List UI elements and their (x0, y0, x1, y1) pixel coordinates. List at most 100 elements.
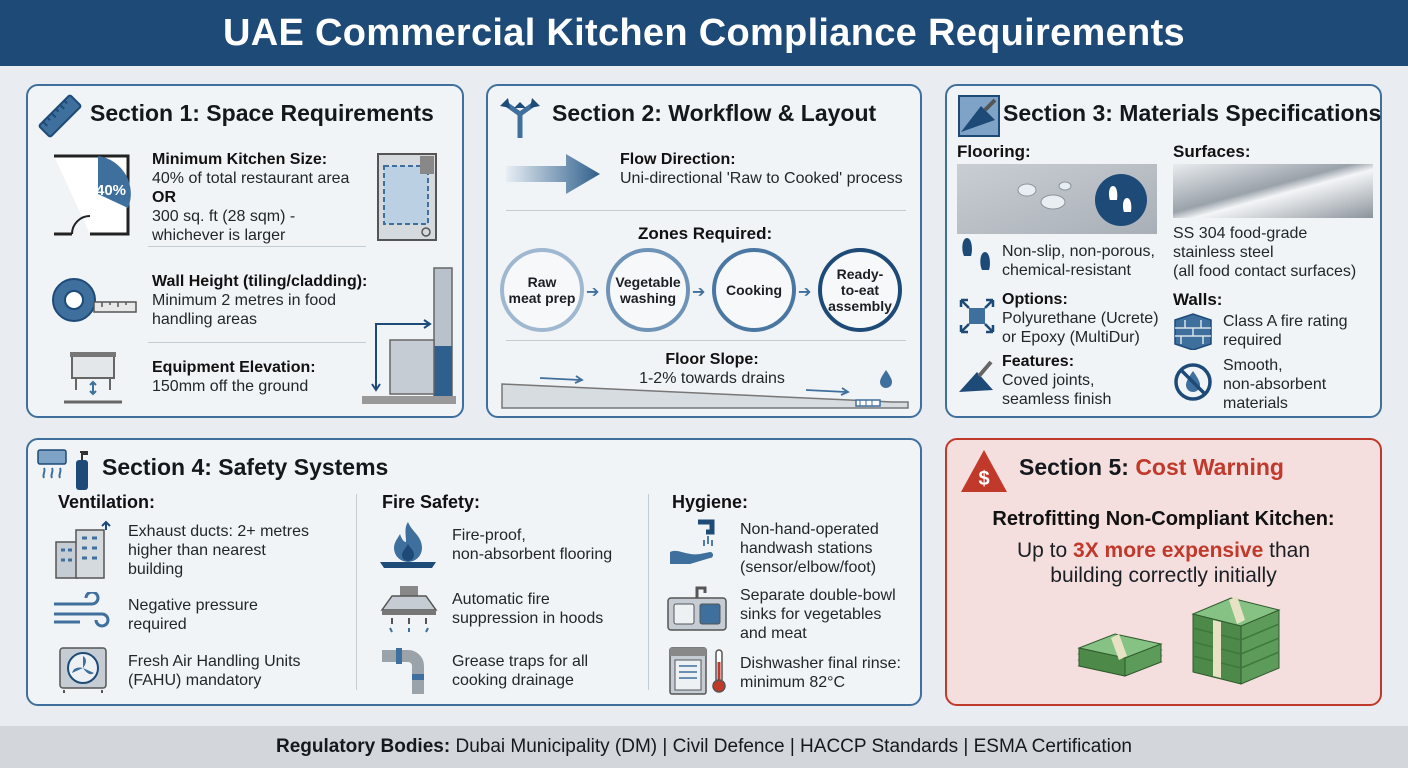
section1-title: Section 1: Space Requirements (90, 100, 434, 126)
options-block: Options: Polyurethane (Ucrete) or Epoxy … (1002, 291, 1159, 346)
dishwasher-thermometer-icon (669, 647, 726, 695)
grease-trap-pipe-icon (382, 648, 424, 694)
wall-height-block: Wall Height (tiling/cladding): Minimum 2… (152, 272, 402, 329)
zone-arrow-3: ➔ (798, 284, 812, 301)
kitchen-size-or: OR (152, 189, 176, 206)
double-sink-icon (667, 586, 727, 631)
regulatory-label: Regulatory Bodies: (275, 736, 451, 757)
elevated-equipment-icon (64, 352, 122, 404)
warning-dollar-icon: $ (961, 450, 1007, 492)
flow-direction-label: Flow Direction: (620, 151, 736, 168)
section2-divider-1 (506, 210, 906, 211)
equipment-elevation-label: Equipment Elevation: (152, 359, 316, 376)
kitchen-size-line2: 300 sq. ft (28 sqm) - (152, 208, 296, 225)
section-space-requirements: Section 1: Space Requirements 40% Minimu… (26, 84, 464, 418)
fan-unit-icon (59, 647, 107, 693)
svg-text:$: $ (978, 468, 989, 490)
section4-divider-2 (648, 494, 649, 690)
section-materials-specifications: Section 3: Materials Specifications Floo… (945, 84, 1382, 418)
stainless-steel-image (1173, 164, 1373, 218)
flow-direction-text: Uni-directional 'Raw to Cooked' process (620, 170, 903, 187)
regulatory-footer: Regulatory Bodies: Dubai Municipality (D… (0, 726, 1408, 768)
wall-height-line1: Minimum 2 metres in food (152, 292, 337, 309)
cost-multiplier: 3X more expensive (1073, 539, 1264, 562)
retrofit-heading: Retrofitting Non-Compliant Kitchen: (992, 508, 1335, 530)
sensor-handwash-icon (670, 519, 715, 564)
flooring-label: Flooring: (957, 142, 1031, 161)
ventilation-label: Ventilation: (58, 492, 156, 512)
hygiene-label: Hygiene: (672, 492, 749, 512)
features-block: Features: Coved joints, seamless finish (1002, 353, 1112, 408)
wall-cladding-icon (362, 267, 456, 404)
section-safety-systems: Section 4: Safety Systems Ventilation: E… (26, 438, 922, 706)
wall-height-label: Wall Height (tiling/cladding): (152, 273, 368, 290)
zone-arrow-1: ➔ (586, 284, 600, 301)
building-icon (55, 520, 111, 579)
cost-warning-highlight: Cost Warning (1135, 454, 1284, 480)
section1-divider-2 (148, 342, 366, 343)
page-title: UAE Commercial Kitchen Compliance Requir… (0, 0, 1408, 66)
zone-cooking: Cooking (712, 248, 796, 332)
ventilation-item-3: Fresh Air Handling Units (FAHU) mandator… (128, 653, 301, 689)
section-cost-warning: $ Section 5: Cost Warning Retrofitting N… (945, 438, 1382, 706)
section3-title: Section 3: Materials Specifications (1003, 100, 1382, 126)
walls-smooth: Smooth, non-absorbent materials (1223, 357, 1327, 412)
zone-arrow-2: ➔ (692, 284, 706, 301)
hygiene-item-2: Separate double-bowl sinks for vegetable… (740, 587, 896, 642)
section2-divider-2 (506, 340, 906, 341)
hygiene-item-1: Non-hand-operated handwash stations (sen… (740, 521, 879, 576)
fire-icon (380, 522, 436, 568)
flooring-texture-image (957, 164, 1157, 234)
section2-title: Section 2: Workflow & Layout (552, 100, 877, 126)
fire-item-1: Fire-proof, non-absorbent flooring (452, 527, 613, 563)
floor-slope-diagram (501, 370, 909, 409)
cove-trowel-icon (959, 360, 993, 392)
ruler-icon (38, 94, 82, 138)
hygiene-item-3: Dishwasher final rinse: minimum 82°C (740, 655, 901, 691)
hood-suppression-icon (380, 586, 438, 633)
retrofit-cost-text: Up to 3X more expensive than building co… (1016, 539, 1311, 587)
airflow-icon (54, 592, 110, 628)
flow-direction-arrow (506, 154, 600, 194)
section-workflow-layout: Section 2: Workflow & Layout Flow Direct… (486, 84, 922, 418)
kitchen-size-label: Minimum Kitchen Size: (152, 151, 328, 168)
expand-arrows-icon (959, 298, 995, 334)
cash-stack-small-icon (1077, 633, 1163, 677)
equipment-elevation-line1: 150mm off the ground (152, 378, 309, 395)
walls-fire-rating: Class A fire rating required (1223, 313, 1348, 349)
flooring-desc: Non-slip, non-porous, chemical-resistant (1002, 243, 1155, 279)
regulatory-bodies: Dubai Municipality (DM) | Civil Defence … (450, 736, 1132, 757)
trowel-icon (958, 95, 1000, 137)
wall-height-line2: handling areas (152, 311, 257, 328)
fire-safety-label: Fire Safety: (382, 492, 481, 512)
floor-slope-text: 1-2% towards drains (639, 370, 785, 387)
tape-measure-icon (52, 278, 137, 322)
pie-label: 40% (96, 182, 127, 199)
section1-divider-1 (148, 246, 366, 247)
non-absorbent-icon (1174, 363, 1212, 401)
kitchen-size-block: Minimum Kitchen Size: 40% of total resta… (152, 150, 372, 245)
directions-icon (500, 98, 540, 138)
kitchen-size-line1: 40% of total restaurant area (152, 170, 350, 187)
flow-direction-block: Flow Direction: Uni-directional 'Raw to … (620, 150, 920, 188)
ventilation-item-1: Exhaust ducts: 2+ metres higher than nea… (128, 523, 309, 578)
section4-divider-1 (356, 494, 357, 690)
floor-slope-block: Floor Slope: 1-2% towards drains (622, 350, 802, 388)
cash-stack-large-icon (1191, 596, 1281, 685)
fire-item-3: Grease traps for all cooking drainage (452, 653, 589, 689)
equipment-elevation-block: Equipment Elevation: 150mm off the groun… (152, 358, 372, 396)
kitchen-size-line3: whichever is larger (152, 227, 286, 244)
ventilation-item-2: Negative pressure required (128, 597, 258, 633)
surfaces-desc: SS 304 food-grade stainless steel (all f… (1173, 225, 1357, 280)
section4-title: Section 4: Safety Systems (102, 454, 389, 480)
footprints-icon (962, 238, 990, 270)
fire-rated-wall-icon (1174, 313, 1212, 350)
floor-slope-label: Floor Slope: (665, 351, 759, 368)
floor-plan-pie-icon (54, 154, 131, 236)
fire-item-2: Automatic fire suppression in hoods (452, 591, 604, 627)
walls-label: Walls: (1173, 290, 1223, 309)
surfaces-label: Surfaces: (1173, 142, 1251, 161)
